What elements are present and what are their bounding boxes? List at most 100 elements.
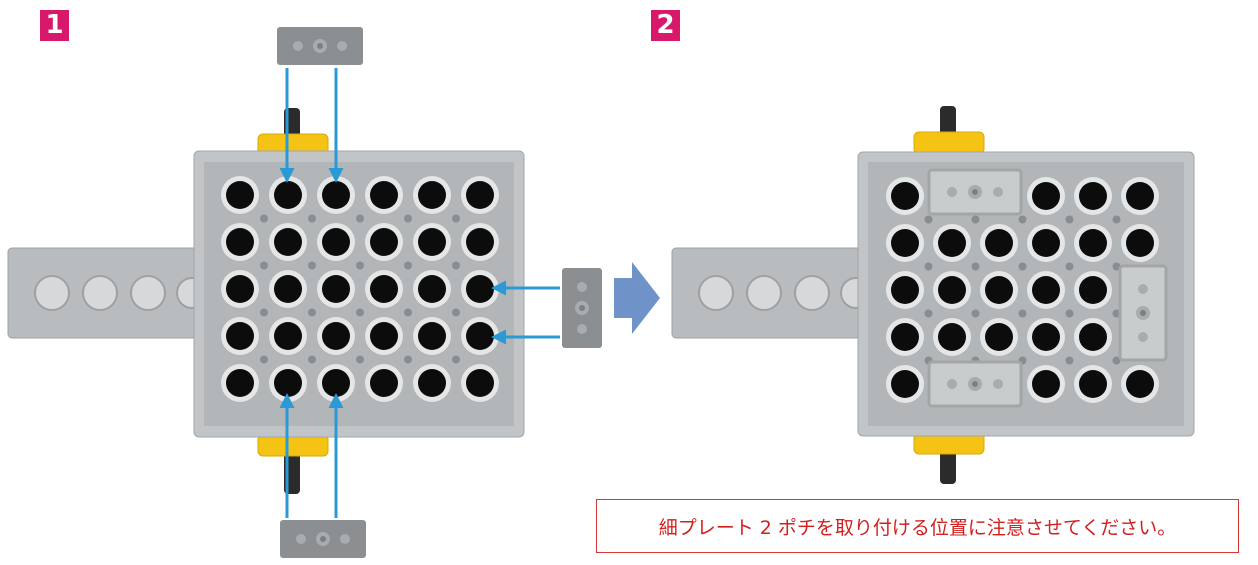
brick-hole (466, 275, 494, 303)
brick-pin-hole (404, 214, 412, 223)
brick-pin-hole (356, 355, 364, 364)
brick-hole (1126, 182, 1154, 210)
brick-pin-hole (452, 355, 460, 364)
brick-pin-hole (1018, 309, 1027, 318)
brick-pin-hole (260, 308, 268, 317)
brick-hole (418, 369, 446, 397)
brick-hole (274, 228, 302, 256)
brick-hole (274, 322, 302, 350)
brick-pin-hole (308, 261, 316, 270)
brick-hole (418, 275, 446, 303)
brick-holes (886, 177, 1159, 403)
brick-hole (1126, 229, 1154, 257)
brick-pin-hole (924, 215, 933, 224)
brick-hole (938, 229, 966, 257)
brick-pin-hole (1112, 356, 1121, 365)
brick-hole (1079, 276, 1107, 304)
brick-pin-hole (1112, 262, 1121, 271)
brick-hole (370, 369, 398, 397)
beam-studs (698, 275, 872, 311)
brick-pin-hole (1065, 262, 1074, 271)
brick-hole (985, 276, 1013, 304)
brick-pin-hole (356, 261, 364, 270)
brick-pin-hole (260, 355, 268, 364)
brick-pin-hole (356, 214, 364, 223)
step-1-badge: 1 (40, 10, 69, 41)
step-1-assembly (7, 27, 602, 558)
brick-hole (466, 228, 494, 256)
brick-pin-hole (404, 261, 412, 270)
brick-pin-hole (308, 355, 316, 364)
brick-hole (1126, 370, 1154, 398)
brick-hole (938, 323, 966, 351)
brick-hole (322, 322, 350, 350)
caution-note-text: 細プレート 2 ポチを取り付ける位置に注意させてください。 (658, 516, 1177, 539)
brick-hole (1079, 370, 1107, 398)
brick-pin-hole (971, 262, 980, 271)
brick-hole (370, 181, 398, 209)
brick-pin-hole (1018, 215, 1027, 224)
brick-hole (322, 369, 350, 397)
placement-arrows (279, 68, 560, 518)
top-gear (913, 131, 985, 155)
step-2-assembly (671, 106, 1195, 484)
brick-pin-hole (260, 261, 268, 270)
brick-pin-hole (404, 355, 412, 364)
brick-pin-hole (452, 261, 460, 270)
brick-hole (322, 275, 350, 303)
placed-right-plate (1118, 264, 1168, 362)
brick-hole (985, 323, 1013, 351)
brick-pin-hole (971, 215, 980, 224)
placed-bottom-plate (927, 360, 1023, 408)
placed-top-plate (927, 168, 1023, 216)
brick-pin-hole (356, 308, 364, 317)
brick-pin-hole (452, 214, 460, 223)
brick-hole (370, 275, 398, 303)
brick-holes (221, 176, 499, 402)
brick-pin-hole (308, 214, 316, 223)
brick-hole (370, 228, 398, 256)
brick-pin-hole (1112, 215, 1121, 224)
brick-hole (891, 182, 919, 210)
right-plate (562, 268, 602, 348)
brick-pin-hole (452, 308, 460, 317)
brick-hole (1032, 229, 1060, 257)
brick-hole (1079, 182, 1107, 210)
brick-hole (418, 322, 446, 350)
brick-hole (938, 276, 966, 304)
brick-hole (418, 228, 446, 256)
brick-hole (891, 370, 919, 398)
brick-hole (1032, 182, 1060, 210)
brick-hole (1032, 323, 1060, 351)
brick-pin-hole (1065, 356, 1074, 365)
brick-hole (1079, 229, 1107, 257)
brick-pin-hole (924, 309, 933, 318)
brick-pin-hole (1018, 262, 1027, 271)
brick-pin-hole (404, 308, 412, 317)
step-2-badge: 2 (651, 10, 680, 41)
brick-hole (322, 228, 350, 256)
brick-hole (226, 369, 254, 397)
brick-pin-hole (1065, 215, 1074, 224)
caution-note-box: 細プレート 2 ポチを取り付ける位置に注意させてください。 (596, 499, 1239, 553)
brick-hole (891, 276, 919, 304)
brick-pin-hole (1065, 309, 1074, 318)
brick-pin-hole (260, 214, 268, 223)
top-plate (277, 27, 363, 65)
brick-hole (1032, 276, 1060, 304)
bottom-plate (280, 520, 366, 558)
brick-hole (466, 369, 494, 397)
brick-hole (891, 323, 919, 351)
brick-hole (226, 181, 254, 209)
brick-hole (274, 275, 302, 303)
brick-hole (466, 181, 494, 209)
brick-hole (322, 181, 350, 209)
brick-pin-hole (308, 308, 316, 317)
right-arrow-icon (614, 262, 660, 334)
brick-pin-hole (971, 309, 980, 318)
brick-hole (985, 229, 1013, 257)
bottom-axle (940, 446, 956, 484)
brick-hole (226, 275, 254, 303)
brick-hole (226, 228, 254, 256)
